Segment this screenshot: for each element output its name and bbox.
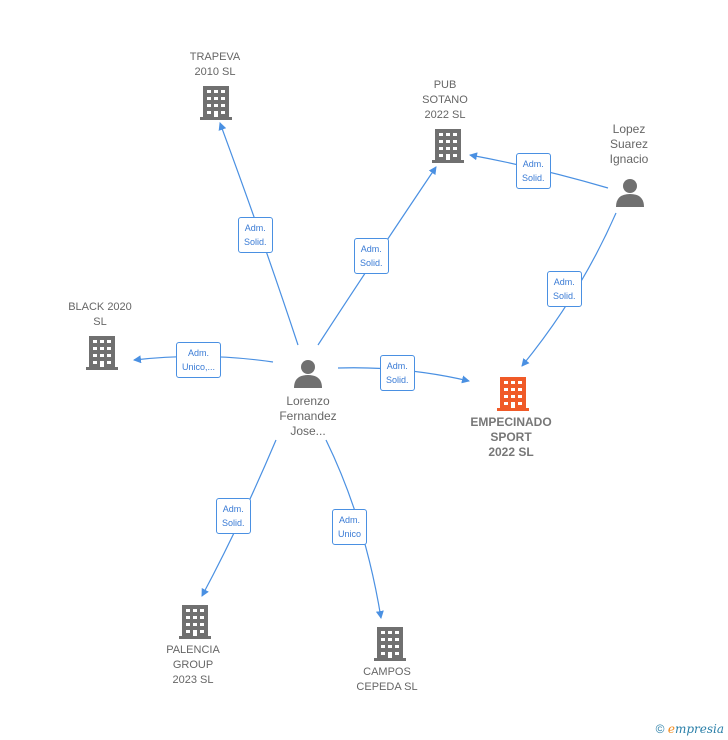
edge-label-lorenzo-black[interactable]: Adm. Unico,... bbox=[176, 342, 222, 378]
edge-label-lorenzo-empecinado[interactable]: Adm. Solid. bbox=[380, 355, 415, 391]
building-icon[interactable] bbox=[86, 336, 118, 370]
building-icon[interactable] bbox=[200, 86, 232, 120]
node-label-black[interactable]: BLACK 2020 SL bbox=[68, 301, 132, 328]
edge-label-lorenzo-palencia[interactable]: Adm. Solid. bbox=[216, 498, 251, 534]
edge-label-lopez-pub[interactable]: Adm. Solid. bbox=[516, 153, 551, 189]
node-label-lorenzo[interactable]: Lorenzo Fernandez Jose... bbox=[279, 394, 337, 438]
building-icon-main[interactable] bbox=[497, 377, 529, 411]
node-label-pub-sotano[interactable]: PUB SOTANO 2022 SL bbox=[422, 79, 468, 121]
person-icon[interactable] bbox=[616, 179, 644, 207]
node-label-lopez[interactable]: Lopez Suarez Ignacio bbox=[609, 122, 649, 166]
brand-logo: empresia bbox=[667, 722, 724, 736]
node-label-palencia[interactable]: PALENCIA GROUP 2023 SL bbox=[166, 644, 220, 686]
node-label-empecinado[interactable]: EMPECINADO SPORT 2022 SL bbox=[470, 415, 552, 459]
brand-footer: © empresia bbox=[656, 722, 724, 736]
edge-label-lorenzo-trapeva[interactable]: Adm. Solid. bbox=[238, 217, 273, 253]
building-icon[interactable] bbox=[432, 129, 464, 163]
node-label-campos[interactable]: CAMPOS CEPEDA SL bbox=[356, 666, 418, 693]
edge-label-lorenzo-campos[interactable]: Adm. Unico bbox=[332, 509, 368, 545]
node-label-trapeva[interactable]: TRAPEVA 2010 SL bbox=[189, 51, 241, 78]
person-icon[interactable] bbox=[294, 360, 322, 388]
building-icon[interactable] bbox=[179, 605, 211, 639]
edge-label-lopez-empecinado[interactable]: Adm. Solid. bbox=[547, 271, 582, 307]
copyright-symbol: © bbox=[655, 722, 665, 736]
building-icon[interactable] bbox=[374, 627, 406, 661]
edge-label-lorenzo-pub[interactable]: Adm. Solid. bbox=[354, 238, 389, 274]
